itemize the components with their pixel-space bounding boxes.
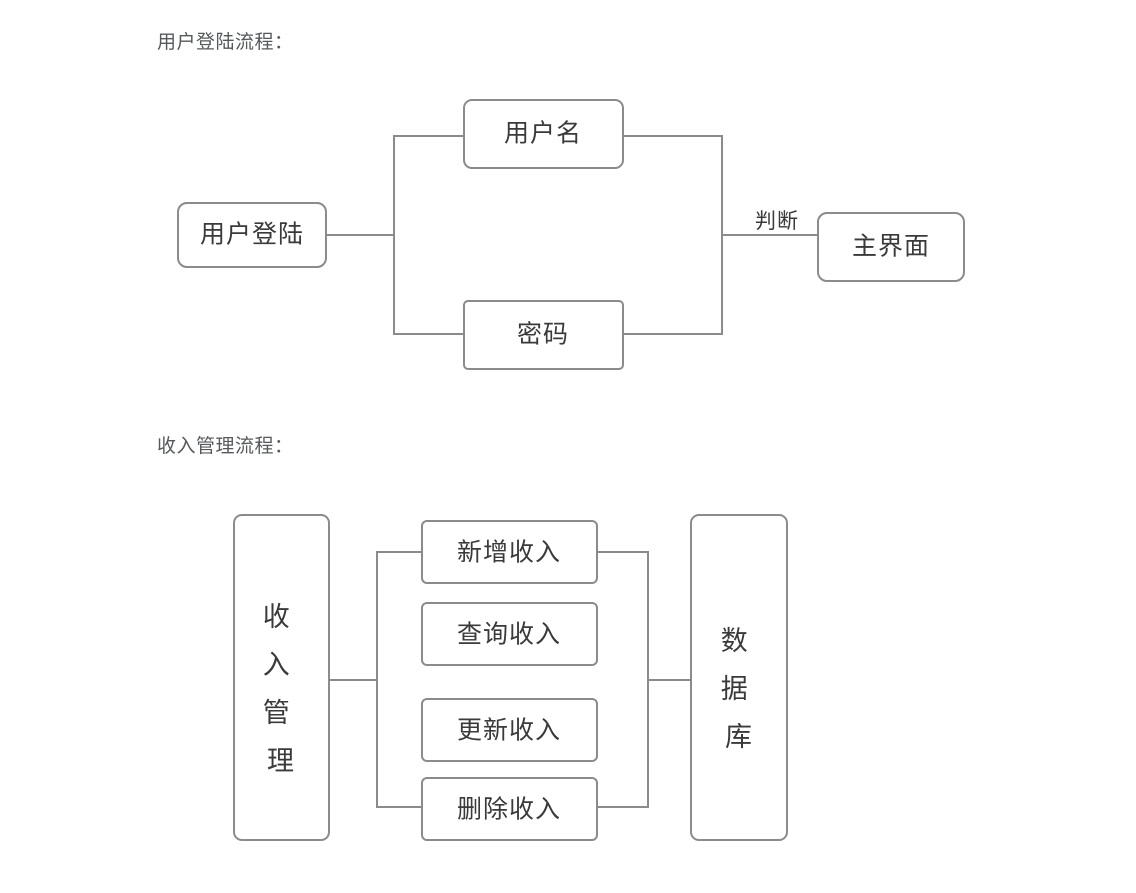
node-password-box[interactable] [463,300,624,370]
node-add-income-label: 新增收入 [457,539,561,567]
node-database-label: 数 据 库 [721,626,758,752]
node-delete-income[interactable]: 删除收入 [421,777,598,841]
node-income-manage[interactable]: 收 入 管 理 [233,514,330,841]
node-query-income-label: 查询收入 [457,621,561,649]
node-database[interactable]: 数 据 库 [690,514,788,841]
node-user-login-box[interactable] [177,202,327,268]
node-income-manage-box[interactable] [233,514,330,841]
node-user-login-label: 用户登陆 [200,221,304,249]
node-update-income-box[interactable] [421,698,598,762]
node-database-char-0: 数 [721,626,749,656]
node-main-ui-box[interactable] [817,212,965,282]
login-flow-heading: 用户登陆流程： [157,32,294,53]
node-delete-income-box[interactable] [421,777,598,841]
income-flow-heading: 收入管理流程： [157,436,294,457]
node-add-income-box[interactable] [421,520,598,584]
node-income-manage-char-3: 理 [267,746,295,776]
node-user-login[interactable]: 用户登陆 [177,202,327,268]
node-database-box[interactable] [690,514,788,841]
node-income-manage-label: 收 入 管 理 [263,602,300,776]
node-username-label: 用户名 [504,120,582,148]
node-password-label: 密码 [517,321,569,349]
node-username-box[interactable] [463,99,624,169]
node-update-income[interactable]: 更新收入 [421,698,598,762]
node-username[interactable]: 用户名 [463,99,624,169]
income-flow-diagram: 收 入 管 理 新增收入 查询收入 更新收入 删除收入 数 据 库 [233,514,788,841]
node-query-income[interactable]: 查询收入 [421,602,598,666]
node-password[interactable]: 密码 [463,300,624,370]
node-database-char-1: 据 [721,674,749,704]
node-main-ui[interactable]: 主界面 [817,212,965,282]
node-add-income[interactable]: 新增收入 [421,520,598,584]
edge-label-judge: 判断 [755,210,799,233]
node-income-manage-char-0: 收 [263,602,291,632]
node-database-char-2: 库 [725,722,753,752]
node-update-income-label: 更新收入 [457,717,561,745]
node-income-manage-char-2: 管 [263,698,291,728]
node-income-manage-char-1: 入 [263,650,291,680]
node-delete-income-label: 删除收入 [457,796,561,824]
node-query-income-box[interactable] [421,602,598,666]
node-main-ui-label: 主界面 [852,233,930,261]
login-flow-diagram: 判断 用户登陆 用户名 密码 主界面 [177,99,965,370]
